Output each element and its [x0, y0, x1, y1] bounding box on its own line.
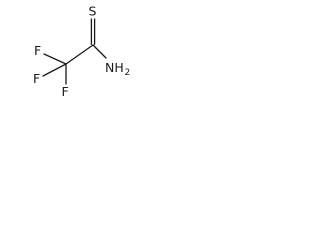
- atom-label-fluorine-bottom: F: [62, 84, 69, 99]
- atom-label-fluorine-lower-left: F: [33, 71, 40, 86]
- atom-label-amine: NH: [105, 60, 124, 75]
- atom-label-fluorine-upper-left: F: [34, 43, 41, 58]
- bond-c-f-lower-left: [42, 63, 67, 77]
- atom-label-amine-subscript: 2: [125, 68, 131, 78]
- trifluorothioacetamide-structure: S F F F NH 2: [33, 4, 131, 100]
- atom-label-sulfur: S: [89, 4, 97, 19]
- bond-c-n: [92, 44, 107, 59]
- bond-cf3-to-thioamide-carbon: [65, 44, 94, 65]
- bond-c-f-upper-left: [43, 53, 67, 65]
